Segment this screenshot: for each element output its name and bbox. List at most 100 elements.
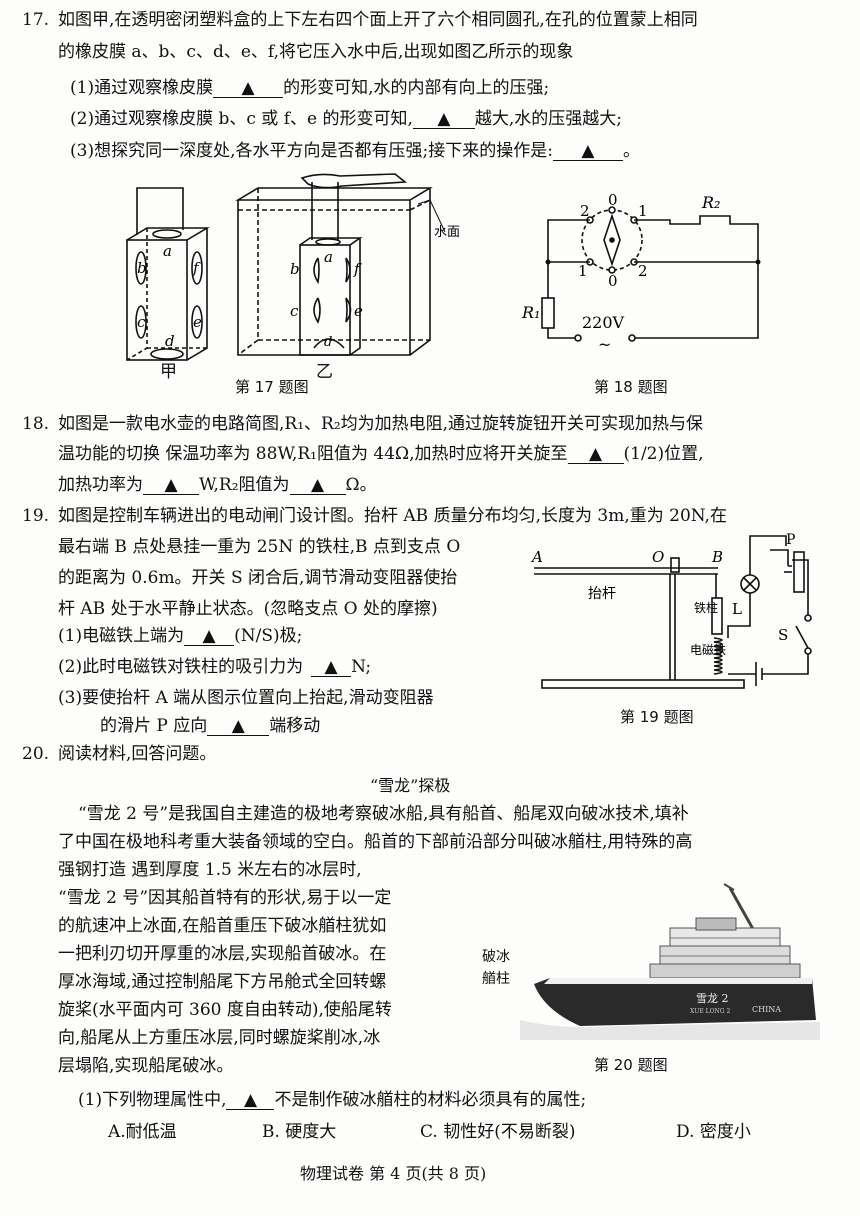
- q19-number: 19.: [22, 506, 50, 526]
- q20-para-line: 厚冰海域,通过控制船尾下方吊舱式全回转螺: [58, 972, 387, 992]
- answer-blank[interactable]: ▲: [412, 111, 475, 129]
- q17-part3: (3)想探究同一深度处,各水平方向是否都有压强;接下来的操作是:▲。: [70, 143, 640, 161]
- q18-line2-pre: 温功能的切换 保温功率为 88W,R₁阻值为 44Ω,加热时应将开关旋至: [58, 444, 568, 464]
- lamp-l-label: L: [732, 600, 742, 618]
- fig17-yi-label: 乙: [316, 362, 333, 382]
- ac-symbol: ~: [598, 335, 611, 354]
- q19-part1-post: (N/S)极;: [234, 626, 303, 646]
- answer-blank[interactable]: ▲: [226, 1092, 275, 1110]
- icebreaker-ship-image: 雪龙 2 XUE LONG 2 CHINA: [520, 883, 820, 1040]
- answer-blank[interactable]: ▲: [567, 446, 624, 464]
- ship-hull-name: 雪龙 2: [696, 992, 729, 1005]
- terminal-label: 2: [638, 262, 648, 280]
- q18-line3-mid: W,R₂阻值为: [199, 475, 290, 495]
- q19-part3: (3)要使抬杆 A 端从图示位置向上抬起,滑动变阻器: [58, 688, 434, 708]
- membrane-d-label: d: [324, 335, 332, 350]
- q20-passage-title: “雪龙”探极: [370, 776, 451, 795]
- iron-column-label: 铁柱: [694, 600, 718, 615]
- terminal-label: 0: [608, 191, 618, 209]
- q17-number: 17.: [22, 10, 50, 30]
- q19-part2-post: N;: [351, 657, 372, 677]
- q18-line3-pre: 加热功率为: [58, 475, 143, 495]
- q20-part1-pre: (1)下列物理属性中,: [78, 1090, 227, 1110]
- q19-part3-line2: 的滑片 P 应向▲端移动: [100, 718, 320, 736]
- q19-line2: 最右端 B 点处悬挂一重为 25N 的铁柱,B 点到支点 O: [58, 537, 461, 557]
- option-b[interactable]: B. 硬度大: [262, 1122, 337, 1142]
- q19-part2-pre: (2)此时电磁铁对铁柱的吸引力为: [58, 657, 304, 677]
- slider-p-label: P: [786, 532, 795, 548]
- option-c[interactable]: C. 韧性好(不易断裂): [420, 1122, 576, 1142]
- membrane-c-label: c: [290, 302, 299, 320]
- fig17-jia-box: a b c d e f: [126, 187, 210, 361]
- membrane-a-label: a: [324, 248, 333, 266]
- q17-part1-pre: (1)通过观察橡皮膜: [70, 78, 214, 98]
- fig19-gate: A O B 抬杆 铁柱 电磁铁 P L S: [530, 532, 812, 689]
- q20-para-line: 了中国在极地科考重大装备领域的空白。船首的下部前沿部分叫破冰艏柱,用特殊的高: [58, 832, 693, 852]
- q20-part1-post: 不是制作破冰艏柱的材料必须具有的属性;: [274, 1090, 587, 1110]
- q17-part2-post: 越大,水的压强越大;: [474, 109, 622, 129]
- option-d[interactable]: D. 密度小: [676, 1122, 751, 1142]
- q17-stem-line1: 如图甲,在透明密闭塑料盒的上下左右四个面上开了六个相同圆孔,在孔的位置蒙上相同: [58, 10, 698, 30]
- q19-line1: 如图是控制车辆进出的电动闸门设计图。抬杆 AB 质量分布均匀,长度为 3m,重为…: [58, 506, 727, 526]
- fig17-yi-tank: a b c d e f 水面: [235, 173, 460, 356]
- bar-label: 抬杆: [588, 586, 616, 602]
- q19-part3-l2-pre: 的滑片 P 应向: [100, 716, 208, 736]
- answer-blank[interactable]: ▲: [213, 80, 284, 98]
- ship-hull-name-en: XUE LONG 2: [690, 1008, 730, 1015]
- answer-blank[interactable]: ▲: [289, 477, 346, 495]
- ship-label-line2: 艏柱: [482, 971, 510, 987]
- switch-s-label: S: [778, 626, 788, 644]
- q17-part1: (1)通过观察橡皮膜▲的形变可知,水的内部有向上的压强;: [70, 80, 549, 98]
- answer-blank[interactable]: ▲: [552, 143, 623, 161]
- membrane-e-label: e: [193, 313, 202, 331]
- answer-blank[interactable]: ▲: [207, 718, 270, 736]
- membrane-d-label: d: [165, 332, 175, 350]
- membrane-f-label: f: [353, 260, 362, 278]
- q17-part3-pre: (3)想探究同一深度处,各水平方向是否都有压强;接下来的操作是:: [70, 141, 553, 161]
- q18-line2-post: (1/2)位置,: [623, 444, 704, 464]
- q17-stem-line2: 的橡皮膜 a、b、c、d、e、f,将它压入水中后,出现如图乙所示的现象: [58, 42, 574, 62]
- q20-para-line: 向,船尾从上方重压冰层,同时螺旋桨削冰,冰: [58, 1028, 381, 1048]
- point-o-label: O: [652, 548, 664, 566]
- q17-part2: (2)通过观察橡皮膜 b、c 或 f、e 的形变可知,▲越大,水的压强越大;: [70, 111, 622, 129]
- fig18-circuit: 2 0 1 1 0 2 R₂ R₁ 220V ~: [521, 191, 761, 354]
- q20-para-line: 一把利刃切开厚重的冰层,实现船首破冰。在: [58, 944, 387, 964]
- q20-para-line: 强钢打造 遇到厚度 1.5 米左右的冰层时,: [58, 860, 362, 880]
- fig20-caption: 第 20 题图: [594, 1056, 668, 1074]
- membrane-c-label: c: [137, 313, 146, 331]
- q19-part1: (1)电磁铁上端为▲(N/S)极;: [58, 628, 302, 646]
- membrane-a-label: a: [163, 242, 172, 260]
- q20-para-line: 旋桨(水平面内可 360 度自由转动),使船尾转: [58, 1000, 392, 1020]
- q19-part1-pre: (1)电磁铁上端为: [58, 626, 185, 646]
- answer-blank[interactable]: ▲: [143, 477, 199, 495]
- fig17-jia-label: 甲: [160, 362, 177, 382]
- q20-para-line: 的航速冲上冰面,在船首重压下破冰艏柱犹如: [58, 916, 387, 936]
- membrane-e-label: e: [354, 302, 363, 320]
- option-a[interactable]: A.耐低温: [108, 1122, 177, 1142]
- q20-para-line: “雪龙 2 号”是我国自主建造的极地考察破冰船,具有船首、船尾双向破冰技术,填补: [78, 804, 689, 824]
- q18-line1: 如图是一款电水壶的电路简图,R₁、R₂均为加热电阻,通过旋转旋钮开关可实现加热与…: [58, 414, 704, 434]
- q18-number: 18.: [22, 414, 50, 434]
- membrane-f-label: f: [192, 259, 201, 277]
- page-footer: 物理试卷 第 4 页(共 8 页): [300, 1164, 487, 1183]
- q19-part3-l2-post: 端移动: [269, 716, 321, 736]
- membrane-b-label: b: [290, 260, 300, 278]
- terminal-label: 1: [638, 202, 648, 220]
- water-surface-label: 水面: [434, 225, 460, 240]
- answer-blank[interactable]: ▲: [184, 628, 235, 646]
- membrane-b-label: b: [137, 259, 147, 277]
- q18-line2: 温功能的切换 保温功率为 88W,R₁阻值为 44Ω,加热时应将开关旋至▲(1/…: [58, 446, 704, 464]
- fig17-caption: 第 17 题图: [235, 378, 309, 396]
- point-b-label: B: [711, 548, 723, 566]
- q20-intro: 阅读材料,回答问题。: [58, 744, 217, 764]
- answer-blank[interactable]: ▲: [311, 659, 352, 677]
- fig19-caption: 第 19 题图: [620, 708, 694, 726]
- q20-part1: (1)下列物理属性中,▲不是制作破冰艏柱的材料必须具有的属性;: [78, 1092, 586, 1110]
- r2-label: R₂: [701, 193, 720, 212]
- q18-line3-post: Ω。: [345, 475, 377, 495]
- q19-line3: 的距离为 0.6m。开关 S 闭合后,调节滑动变阻器使抬: [58, 568, 458, 588]
- terminal-label: 2: [580, 202, 590, 220]
- q19-line4: 杆 AB 处于水平静止状态。(忽略支点 O 处的摩擦): [58, 599, 438, 619]
- fig18-caption: 第 18 题图: [594, 378, 668, 396]
- q17-part3-post: 。: [622, 141, 640, 161]
